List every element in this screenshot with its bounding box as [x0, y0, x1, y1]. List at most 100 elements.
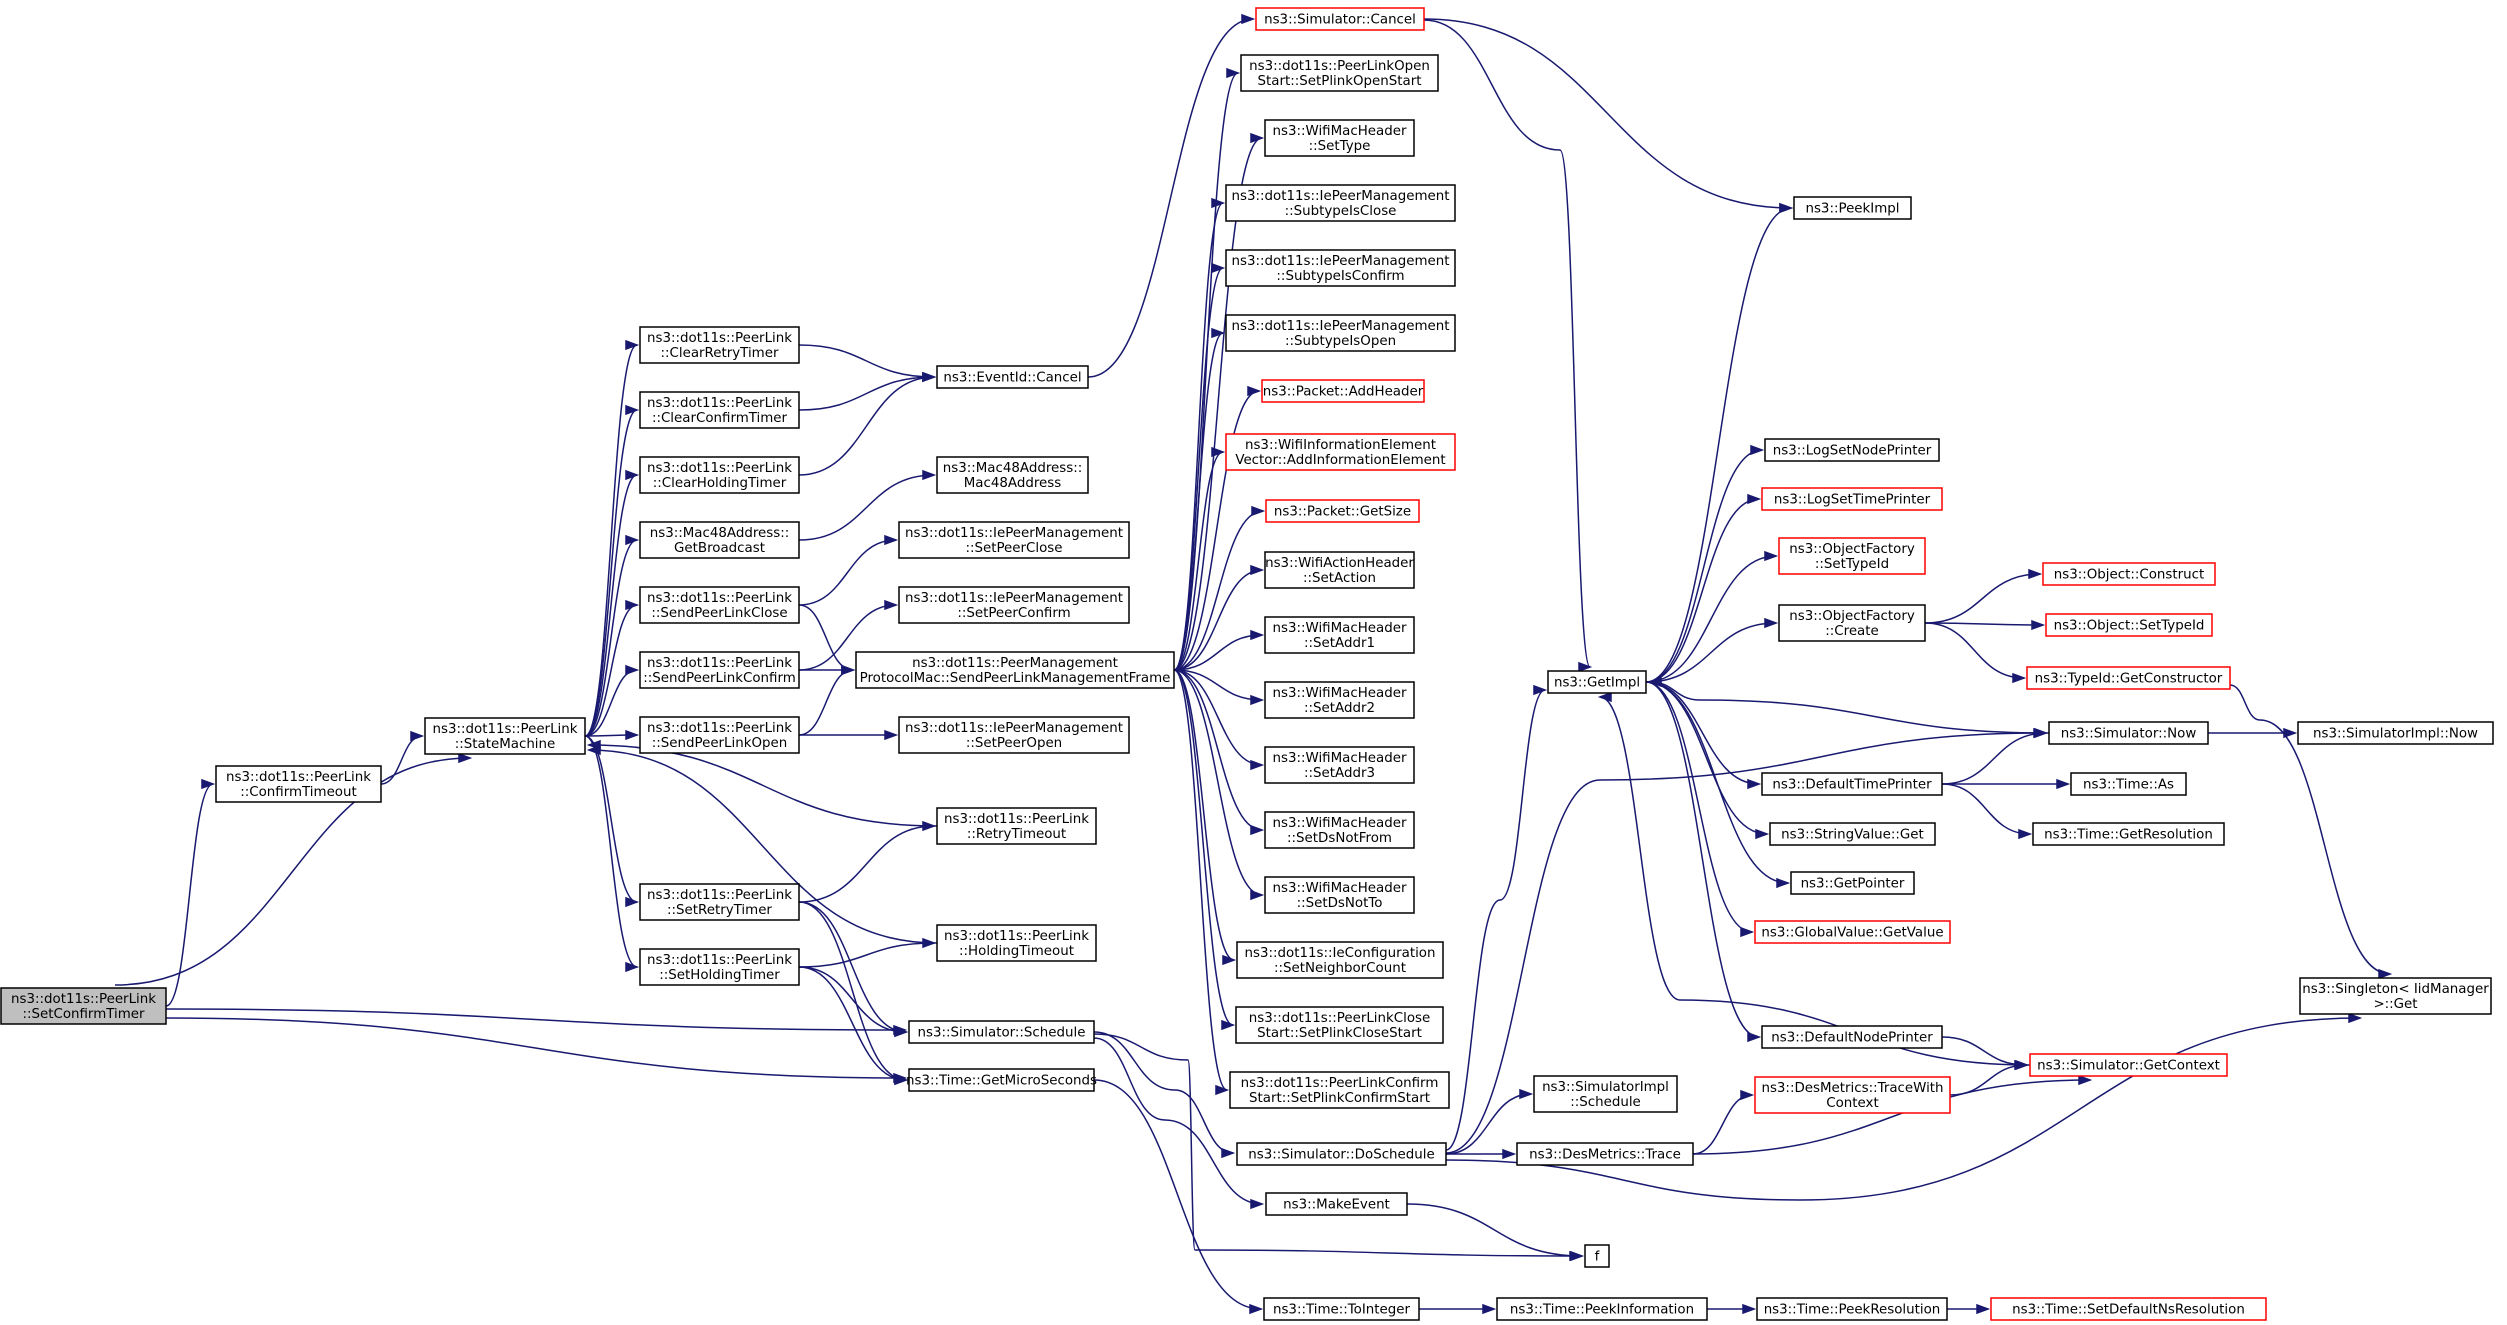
- node-simGetContext[interactable]: ns3::Simulator::GetContext: [2029, 1053, 2228, 1077]
- node-label: ns3::dot11s::PeerLink: [647, 331, 792, 346]
- node-simNow[interactable]: ns3::Simulator::Now: [2048, 721, 2209, 745]
- node-timePeekInformation[interactable]: ns3::Time::PeekInformation: [1496, 1297, 1708, 1321]
- node-getPointer[interactable]: ns3::GetPointer: [1790, 871, 1915, 895]
- node-sendMgmtFrame[interactable]: ns3::dot11s::PeerManagementProtocolMac::…: [855, 651, 1175, 689]
- node-sendPeerLinkConfirm[interactable]: ns3::dot11s::PeerLink::SendPeerLinkConfi…: [639, 651, 800, 689]
- edge-sendMgmtFrame-to-setAddr2: [1173, 669, 1265, 706]
- node-logSetTimePrinter[interactable]: ns3::LogSetTimePrinter: [1761, 487, 1943, 511]
- node-subtypeIsOpen[interactable]: ns3::dot11s::IePeerManagement::SubtypeIs…: [1225, 314, 1456, 352]
- node-box: [2032, 822, 2225, 846]
- edge-root-to-stateMachine: [114, 752, 473, 986]
- node-objectSetTypeId[interactable]: ns3::Object::SetTypeId: [2045, 613, 2213, 637]
- node-simImplSchedule[interactable]: ns3::SimulatorImpl::Schedule: [1533, 1075, 1678, 1113]
- node-setDefaultNsResolution[interactable]: ns3::Time::SetDefaultNsResolution: [1990, 1297, 2267, 1321]
- node-box: [1240, 54, 1439, 92]
- node-globalValueGetValue[interactable]: ns3::GlobalValue::GetValue: [1754, 920, 1951, 944]
- edge-arrowhead: [1647, 676, 1662, 688]
- node-singletonGet[interactable]: ns3::Singleton< IidManager>::Get: [2299, 977, 2492, 1015]
- node-setPeerOpen[interactable]: ns3::dot11s::IePeerManagement::SetPeerOp…: [898, 716, 1130, 754]
- node-desMetricsTrace[interactable]: ns3::DesMetrics::Trace: [1516, 1142, 1694, 1166]
- node-getImpl[interactable]: ns3::GetImpl: [1547, 670, 1647, 694]
- edge-line: [1924, 622, 2044, 626]
- edge-stateMachine-to-setHoldingTimer: [584, 735, 640, 973]
- node-timePeekResolution[interactable]: ns3::Time::PeekResolution: [1756, 1297, 1948, 1321]
- edge-line: [1173, 669, 1263, 896]
- node-makeEvent[interactable]: ns3::MakeEvent: [1265, 1192, 1408, 1216]
- node-timeAs[interactable]: ns3::Time::As: [2070, 772, 2187, 796]
- node-setDsNotFrom[interactable]: ns3::WifiMacHeader::SetDsNotFrom: [1264, 811, 1415, 849]
- node-subtypeIsClose[interactable]: ns3::dot11s::IePeerManagement::SubtypeIs…: [1225, 184, 1456, 222]
- node-layer: ns3::dot11s::PeerLink::SetConfirmTimerns…: [0, 7, 2494, 1321]
- node-stateMachine[interactable]: ns3::dot11s::PeerLink::StateMachine: [424, 717, 586, 755]
- edge-line: [1924, 573, 2041, 624]
- node-simDoSchedule[interactable]: ns3::Simulator::DoSchedule: [1236, 1142, 1447, 1166]
- edge-line: [1645, 555, 1777, 683]
- edge-arrowhead: [625, 534, 640, 546]
- node-setPlinkConfirmStart[interactable]: ns3::dot11s::PeerLinkConfirmStart::SetPl…: [1229, 1071, 1450, 1109]
- edge-getBroadcast-to-mac48Address: [798, 469, 937, 541]
- node-label: ns3::dot11s::PeerLink: [944, 812, 1089, 827]
- node-retryTimeout[interactable]: ns3::dot11s::PeerLink::RetryTimeout: [936, 807, 1097, 845]
- node-label: ns3::WifiMacHeader: [1273, 686, 1407, 701]
- node-simSchedule[interactable]: ns3::Simulator::Schedule: [908, 1020, 1095, 1044]
- node-sendPeerLinkClose[interactable]: ns3::dot11s::PeerLink::SendPeerLinkClose: [639, 586, 800, 624]
- edge-getImpl-to-defaultNodePrinter: [1645, 681, 1762, 1043]
- node-clearHoldingTimer[interactable]: ns3::dot11s::PeerLink::ClearHoldingTimer: [639, 456, 800, 494]
- node-mac48Address[interactable]: ns3::Mac48Address::Mac48Address: [936, 456, 1089, 494]
- node-box: [1265, 499, 1420, 523]
- node-typeIdGetConstructor[interactable]: ns3::TypeId::GetConstructor: [2026, 666, 2231, 690]
- node-setHoldingTimer[interactable]: ns3::dot11s::PeerLink::SetHoldingTimer: [639, 948, 800, 986]
- node-clearConfirmTimer[interactable]: ns3::dot11s::PeerLink::ClearConfirmTimer: [639, 391, 800, 429]
- node-label: ::ConfirmTimeout: [240, 785, 357, 800]
- node-sendPeerLinkOpen[interactable]: ns3::dot11s::PeerLink::SendPeerLinkOpen: [639, 716, 800, 754]
- node-defaultNodePrinter[interactable]: ns3::DefaultNodePrinter: [1761, 1025, 1943, 1049]
- node-label: ns3::Time::GetMicroSeconds: [906, 1074, 1097, 1089]
- node-setPeerConfirm[interactable]: ns3::dot11s::IePeerManagement::SetPeerCo…: [898, 586, 1130, 624]
- node-timeToInteger[interactable]: ns3::Time::ToInteger: [1263, 1297, 1420, 1321]
- edge-arrowhead: [1764, 617, 1779, 629]
- node-setRetryTimer[interactable]: ns3::dot11s::PeerLink::SetRetryTimer: [639, 883, 800, 921]
- node-setDsNotTo[interactable]: ns3::WifiMacHeader::SetDsNotTo: [1264, 876, 1415, 914]
- edge-line: [798, 942, 935, 968]
- node-f[interactable]: f: [1584, 1244, 1610, 1268]
- node-ofCreate[interactable]: ns3::ObjectFactory::Create: [1778, 604, 1926, 642]
- node-setNeighborCount[interactable]: ns3::dot11s::IeConfiguration::SetNeighbo…: [1236, 941, 1444, 979]
- node-simImplNow[interactable]: ns3::SimulatorImpl::Now: [2297, 721, 2494, 745]
- node-label: ns3::Mac48Address::: [943, 461, 1083, 476]
- edge-simGetContext-to-getImpl: [1597, 691, 2031, 1066]
- node-root[interactable]: ns3::dot11s::PeerLink::SetConfirmTimer: [0, 987, 167, 1025]
- node-getBroadcast[interactable]: ns3::Mac48Address::GetBroadcast: [639, 521, 800, 559]
- node-clearRetryTimer[interactable]: ns3::dot11s::PeerLink::ClearRetryTimer: [639, 326, 800, 364]
- node-ofSetTypeId[interactable]: ns3::ObjectFactory::SetTypeId: [1778, 537, 1926, 575]
- node-logSetNodePrinter[interactable]: ns3::LogSetNodePrinter: [1764, 438, 1940, 462]
- node-setType[interactable]: ns3::WifiMacHeader::SetType: [1264, 119, 1415, 157]
- node-box: [1264, 811, 1415, 849]
- node-setAddr1[interactable]: ns3::WifiMacHeader::SetAddr1: [1264, 616, 1415, 654]
- node-setPlinkOpenStart[interactable]: ns3::dot11s::PeerLinkOpenStart::SetPlink…: [1240, 54, 1439, 92]
- node-peekImpl[interactable]: ns3::PeekImpl: [1793, 196, 1912, 220]
- edge-arrowhead: [2348, 1012, 2363, 1024]
- node-objectConstruct[interactable]: ns3::Object::Construct: [2042, 562, 2216, 586]
- edge-arrowhead: [410, 730, 425, 742]
- node-addHeader[interactable]: ns3::Packet::AddHeader: [1261, 379, 1425, 403]
- node-box: [1264, 681, 1415, 719]
- node-holdingTimeout[interactable]: ns3::dot11s::PeerLink::HoldingTimeout: [936, 924, 1097, 962]
- node-setAddr3[interactable]: ns3::WifiMacHeader::SetAddr3: [1264, 746, 1415, 784]
- node-eventIdCancel[interactable]: ns3::EventId::Cancel: [936, 365, 1089, 389]
- node-simCancel[interactable]: ns3::Simulator::Cancel: [1255, 7, 1425, 31]
- node-setPlinkCloseStart[interactable]: ns3::dot11s::PeerLinkCloseStart::SetPlin…: [1235, 1006, 1444, 1044]
- node-subtypeIsConfirm[interactable]: ns3::dot11s::IePeerManagement::SubtypeIs…: [1225, 249, 1456, 287]
- node-defaultTimePrinter[interactable]: ns3::DefaultTimePrinter: [1761, 772, 1943, 796]
- node-setAddr2[interactable]: ns3::WifiMacHeader::SetAddr2: [1264, 681, 1415, 719]
- node-stringValueGet[interactable]: ns3::StringValue::Get: [1769, 822, 1936, 846]
- node-label: ns3::dot11s::PeerLink: [647, 656, 792, 671]
- edge-stateMachine-to-clearConfirmTimer: [584, 404, 640, 737]
- node-confirmTimeout[interactable]: ns3::dot11s::PeerLink::ConfirmTimeout: [215, 765, 382, 803]
- node-addInfoElement[interactable]: ns3::WifiInformationElementVector::AddIn…: [1225, 433, 1456, 471]
- node-setAction[interactable]: ns3::WifiActionHeader::SetAction: [1264, 551, 1415, 589]
- node-setPeerClose[interactable]: ns3::dot11s::IePeerManagement::SetPeerCl…: [898, 521, 1130, 559]
- node-timeGetResolution[interactable]: ns3::Time::GetResolution: [2032, 822, 2225, 846]
- node-getMicroSeconds[interactable]: ns3::Time::GetMicroSeconds: [906, 1068, 1097, 1092]
- node-getSize[interactable]: ns3::Packet::GetSize: [1265, 499, 1420, 523]
